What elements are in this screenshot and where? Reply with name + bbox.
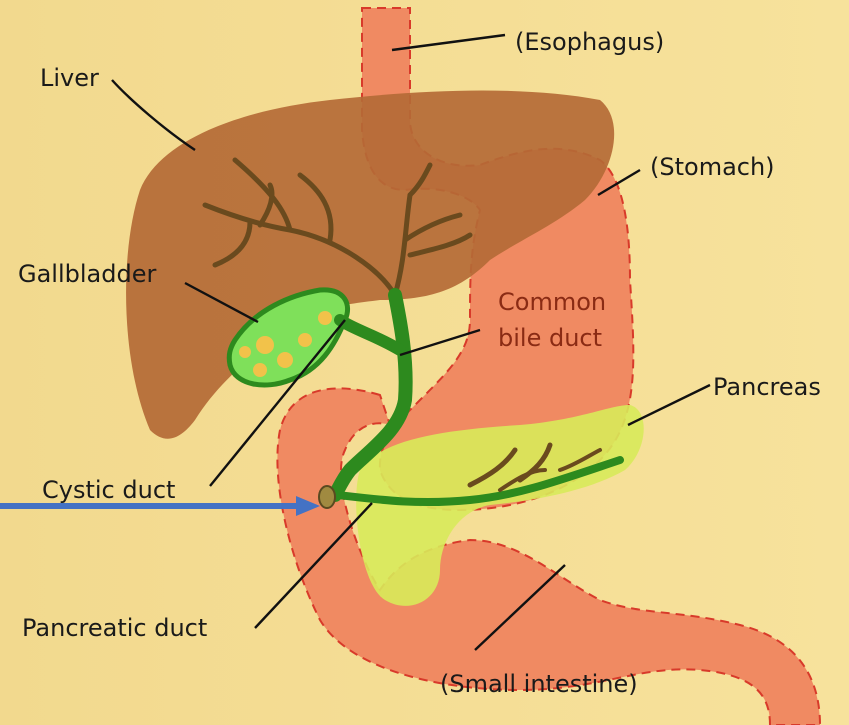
label-esophagus: (Esophagus) <box>515 28 664 56</box>
label-stomach: (Stomach) <box>650 153 775 181</box>
label-small-intestine: (Small intestine) <box>440 670 638 698</box>
label-gallbladder: Gallbladder <box>18 260 156 288</box>
papilla <box>319 486 335 508</box>
label-cystic-duct: Cystic duct <box>42 476 175 504</box>
label-pancreatic-duct: Pancreatic duct <box>22 614 207 642</box>
label-liver: Liver <box>40 64 99 92</box>
label-common-bile-duct-1: Common <box>498 288 606 316</box>
label-pancreas: Pancreas <box>713 373 821 401</box>
label-common-bile-duct-2: bile duct <box>498 324 602 352</box>
